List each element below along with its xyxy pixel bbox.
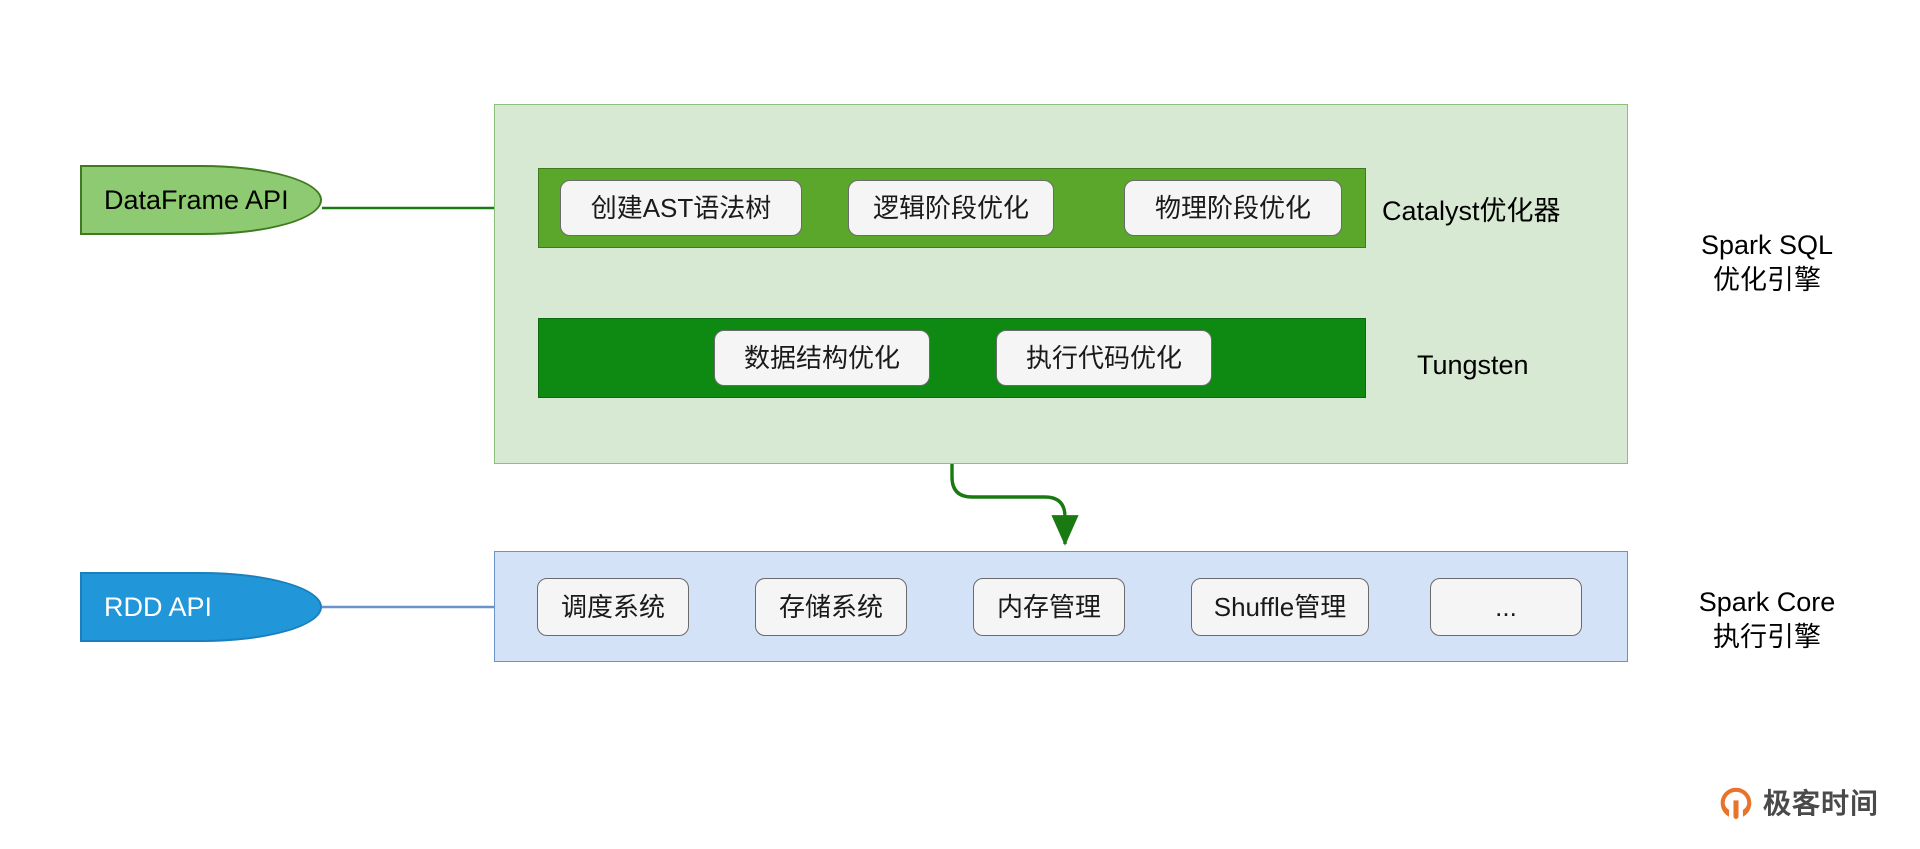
chip-storage-system[interactable]: 存储系统 <box>755 578 907 636</box>
chip-physical-optimization[interactable]: 物理阶段优化 <box>1124 180 1342 236</box>
chip-create-ast[interactable]: 创建AST语法树 <box>560 180 802 236</box>
spark-sql-section-label: Spark SQL 优化引擎 <box>1700 230 1834 296</box>
chip-create-ast-label: 创建AST语法树 <box>590 193 772 223</box>
chip-data-structure-optimization[interactable]: 数据结构优化 <box>714 330 930 386</box>
spark-core-section-label: Spark Core 执行引擎 <box>1698 587 1836 653</box>
chip-scheduling-system[interactable]: 调度系统 <box>537 578 689 636</box>
rdd-api-pill[interactable]: RDD API <box>80 572 322 642</box>
chip-memory-management-label: 内存管理 <box>996 592 1101 622</box>
brand-name: 极客时间 <box>1763 788 1880 819</box>
chip-shuffle-management-label: Shuffle管理 <box>1213 592 1347 622</box>
tungsten-band <box>538 318 1366 398</box>
chip-execution-code-optimization-label: 执行代码优化 <box>1025 343 1182 373</box>
brand-logo: 极客时间 <box>1718 786 1879 822</box>
tungsten-band-label: Tungsten <box>1417 350 1529 380</box>
dataframe-api-pill[interactable]: DataFrame API <box>80 165 322 235</box>
chip-memory-management[interactable]: 内存管理 <box>973 578 1125 636</box>
chip-logical-optimization[interactable]: 逻辑阶段优化 <box>848 180 1054 236</box>
chip-more-ellipsis-label: ... <box>1495 592 1517 622</box>
chip-data-structure-optimization-label: 数据结构优化 <box>743 343 900 373</box>
chip-execution-code-optimization[interactable]: 执行代码优化 <box>996 330 1212 386</box>
chip-storage-system-label: 存储系统 <box>778 592 883 622</box>
chip-logical-optimization-label: 逻辑阶段优化 <box>872 193 1029 223</box>
chip-physical-optimization-label: 物理阶段优化 <box>1154 193 1311 223</box>
rdd-api-label: RDD API <box>104 591 213 622</box>
chip-scheduling-system-label: 调度系统 <box>560 592 665 622</box>
catalyst-band-label: Catalyst优化器 <box>1382 196 1561 226</box>
chip-more-ellipsis[interactable]: ... <box>1430 578 1582 636</box>
chip-shuffle-management[interactable]: Shuffle管理 <box>1191 578 1369 636</box>
spark-sql-panel <box>494 104 1628 464</box>
geektime-logo-icon <box>1720 787 1752 819</box>
dataframe-api-label: DataFrame API <box>104 184 289 215</box>
